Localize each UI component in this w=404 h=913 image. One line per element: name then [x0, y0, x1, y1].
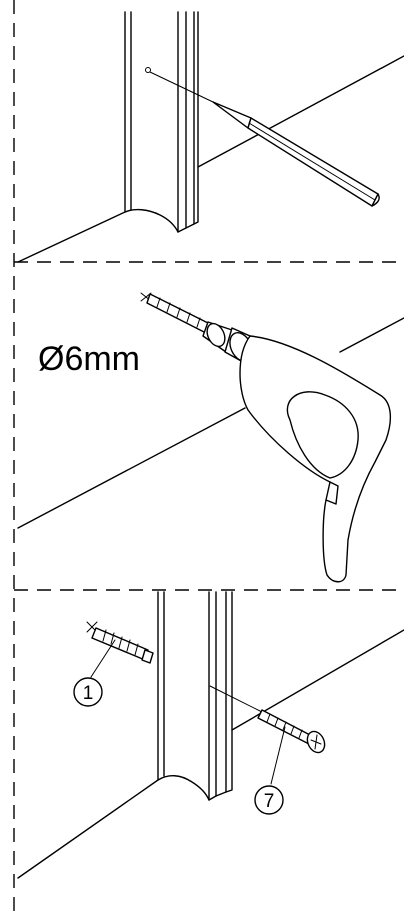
panel-dividers	[13, 0, 404, 913]
cabinet-side-panel-1	[124, 11, 199, 233]
drill-trigger	[325, 481, 339, 505]
callout-1: 1	[73, 639, 116, 707]
cabinet-side-panel-3	[157, 591, 233, 801]
panel-1-mark-hole	[17, 11, 404, 263]
wall-corner-1	[17, 55, 404, 263]
screw-icon	[209, 685, 326, 754]
wall-edge-2	[17, 317, 404, 529]
callout-7: 7	[254, 726, 286, 815]
wall-corner-3	[17, 629, 404, 879]
drill-body	[239, 335, 392, 583]
svg-text:1: 1	[83, 683, 94, 704]
panel-2-drill-hole: Ø6mm	[17, 292, 404, 583]
pencil-icon	[145, 67, 380, 207]
panel-3-fix: 1 7	[17, 591, 404, 879]
wall-plug-icon	[86, 621, 154, 664]
drill-icon	[140, 292, 392, 583]
svg-text:7: 7	[264, 791, 275, 812]
drill-handle-cutout	[286, 391, 359, 479]
drill-bit	[140, 292, 211, 334]
drill-size-label: Ø6mm	[38, 340, 140, 378]
